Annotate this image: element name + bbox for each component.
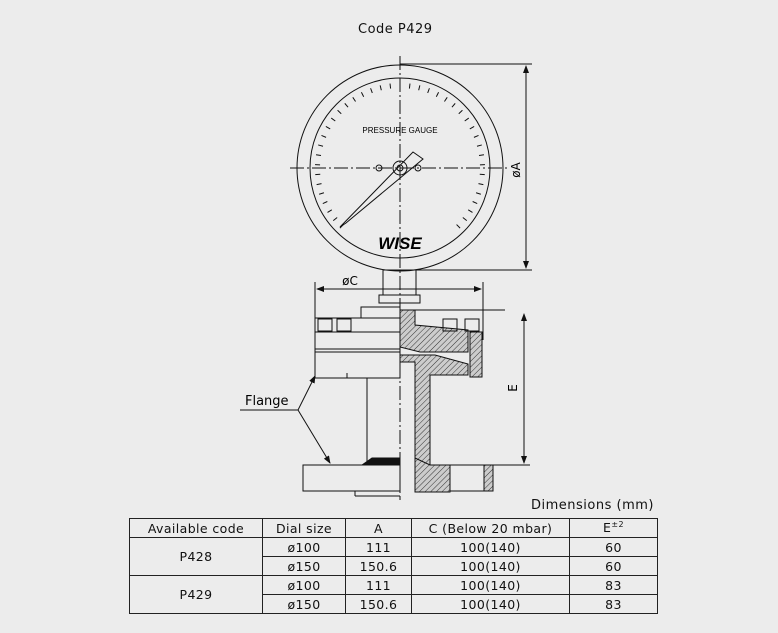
e-cell: 60 [569,537,658,557]
dial-cell: ø150 [262,556,346,576]
dial-tick [330,117,336,122]
table-row: P428 ø100 111 100(140) 60 [129,537,658,576]
brand-logo: WISE [378,234,422,253]
dial-tick [478,183,484,186]
dial-tick [444,97,448,102]
dial-tick [462,217,468,222]
table-row: P429 ø100 111 100(140) 83 [129,575,658,614]
dial-tick [464,117,470,122]
c-cell: 100(140) [411,537,570,557]
dimension-a-label: øA [509,161,523,177]
header-a: A [345,518,412,538]
dial-tick [315,154,322,156]
c-cell: 100(140) [411,575,570,595]
code-cell: P429 [129,575,263,614]
dial-tick [360,92,365,97]
header-code: Available code [129,518,263,538]
dial-cell: ø100 [262,575,346,595]
dial-tick [316,183,322,186]
dial-cell: ø150 [262,594,346,614]
dimension-e-label: E [506,384,520,392]
dial-tick [332,217,338,222]
dial-tick [379,85,382,91]
dial-ticks [315,83,485,229]
table-row: ø150 150.6 100(140) 60 [130,556,658,576]
dial-text: PRESSURE GAUGE [362,126,437,135]
tolerance: ±2 [611,520,624,530]
e-cell: 60 [569,556,658,576]
a-cell: 150.6 [345,594,412,614]
dimension-c-label: øC [342,274,358,288]
e-cell: 83 [569,575,658,595]
e-cell: 83 [569,594,658,614]
dial-tick [472,201,478,205]
drawing-title: Code P429 [358,22,433,37]
table-row: ø150 150.6 100(140) 83 [130,594,658,614]
dial-tick [451,103,456,108]
dial-tick [370,88,373,94]
dial-tick [427,88,430,94]
dial-tick [478,154,485,156]
dial-tick [319,192,325,195]
a-cell: 150.6 [345,556,412,576]
dial-tick [435,92,440,97]
dial-tick [321,135,327,138]
c-cell: 100(140) [411,594,570,614]
dial-cell: ø100 [262,537,346,557]
dial-tick [469,126,475,130]
flange-label: Flange [245,394,289,409]
dial-tick [476,144,482,147]
header-e: E±2 [569,518,658,538]
dial-tick [325,126,331,130]
header-dial: Dial size [262,518,346,538]
dial-tick [337,109,342,115]
dimensions-table: Available code Dial size A C (Below 20 m… [129,518,658,614]
dial-tick [456,224,461,229]
dial-tick [318,144,324,147]
dial-tick [327,209,333,213]
gauge-needle [339,151,424,228]
dial-tick [389,83,392,89]
dial-tick [475,192,481,195]
c-cell: 100(140) [411,556,570,576]
dial-tick [322,201,328,205]
code-cell: P428 [129,537,263,576]
a-cell: 111 [345,537,412,557]
dial-tick [467,209,473,213]
table-header-row: Available code Dial size A C (Below 20 m… [129,518,658,538]
dial-tick [352,97,356,102]
dial-tick [473,135,479,138]
a-cell: 111 [345,575,412,595]
dial-tick [344,103,349,108]
dial-tick [418,85,421,91]
header-c: C (Below 20 mbar) [411,518,570,538]
units-note: Dimensions (mm) [531,498,654,513]
dial-tick [408,83,411,89]
dial-tick [458,109,463,115]
